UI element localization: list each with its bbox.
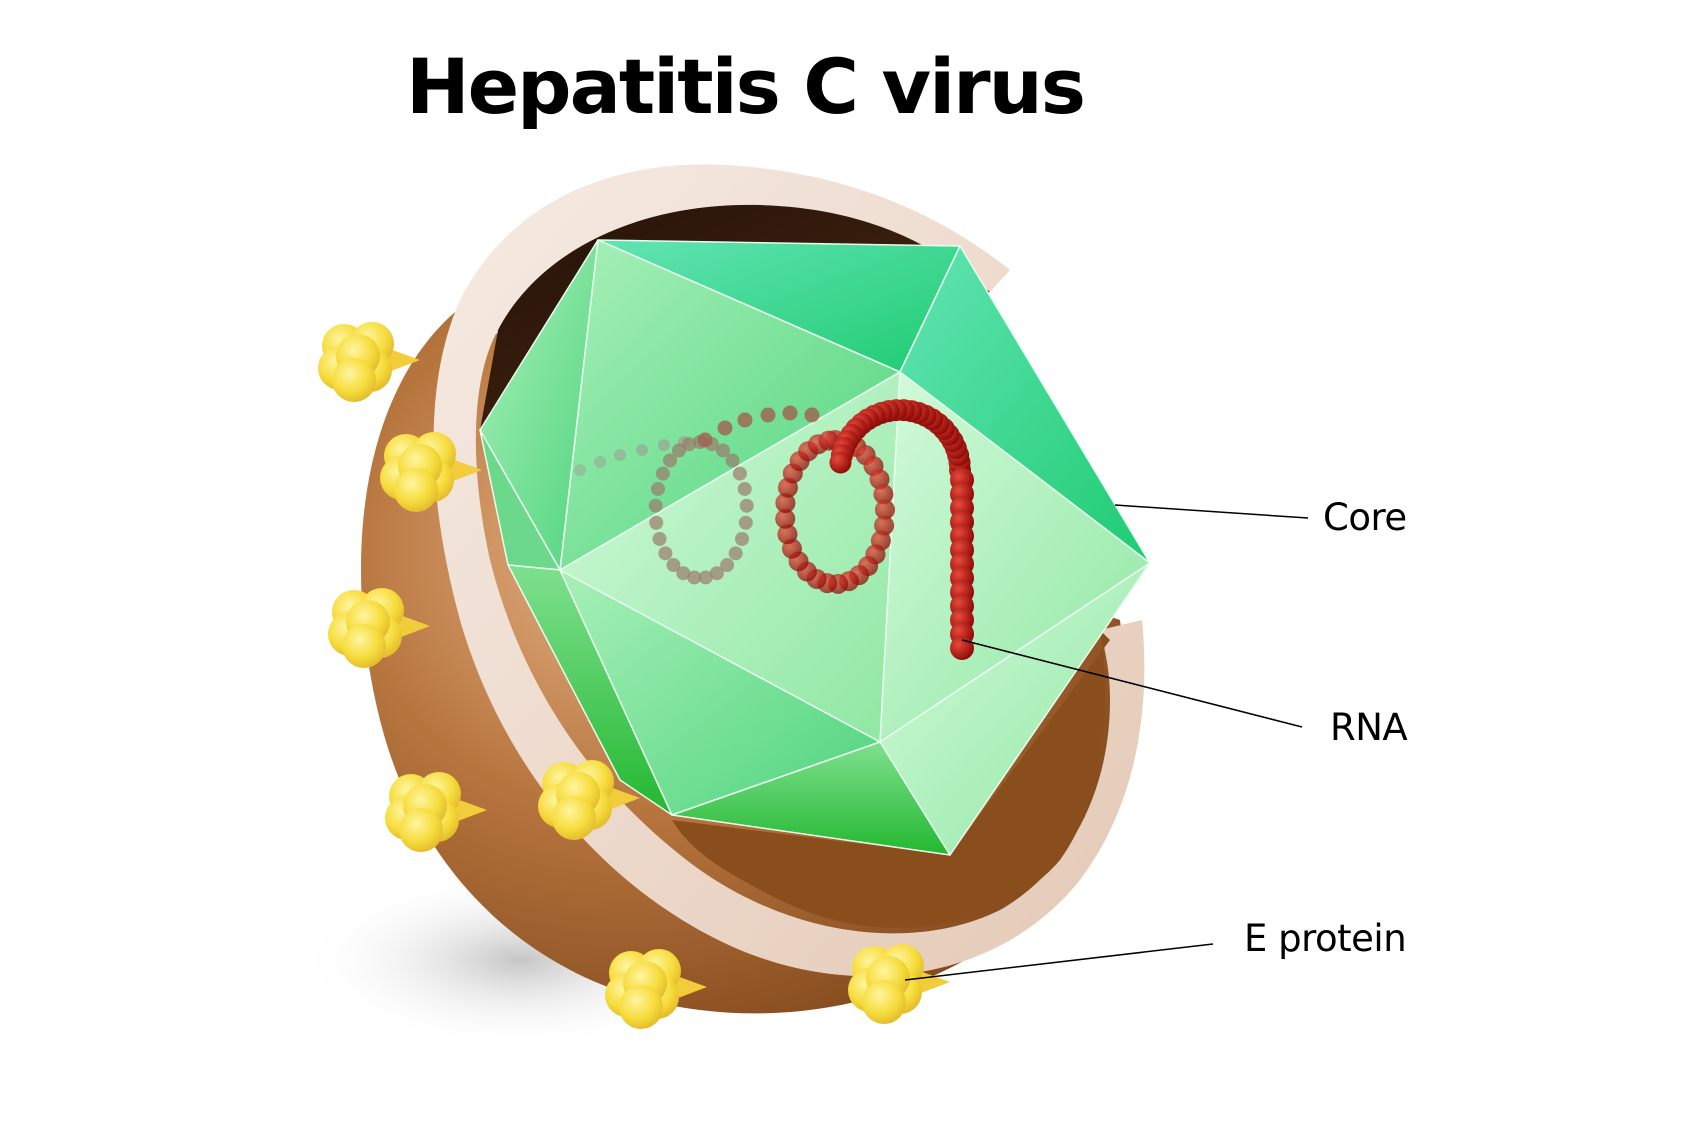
rna-bead	[874, 499, 895, 520]
rna-bead	[655, 466, 670, 481]
rna-bead	[725, 453, 740, 468]
e-proteins	[318, 322, 950, 1029]
rna-bead	[720, 558, 735, 573]
rna-bead	[698, 570, 713, 585]
e-protein-cluster	[380, 432, 482, 512]
rna-bead	[738, 515, 753, 530]
rna-bead	[732, 466, 747, 481]
rna-leader-line	[961, 639, 1303, 728]
rna-bead	[658, 439, 670, 451]
rna-bead	[775, 508, 796, 529]
rna-bead	[687, 570, 702, 585]
e-protein-cluster	[318, 322, 420, 402]
e-protein-label: E protein	[1244, 917, 1407, 960]
rna-bead	[804, 407, 820, 423]
rna-bead	[760, 407, 776, 423]
rna-bead	[777, 524, 798, 545]
rna-bead	[663, 453, 678, 468]
rna-bead	[574, 464, 586, 476]
capsid-core	[479, 239, 1151, 856]
rna-bead	[648, 498, 663, 513]
rna-bead	[658, 546, 673, 561]
rna-bead	[775, 492, 796, 513]
rna-label: RNA	[1330, 706, 1408, 749]
e-protein-leader-line	[904, 943, 1214, 981]
rna-bead	[682, 437, 697, 452]
rna-bead	[676, 566, 691, 581]
e-protein-cluster	[385, 772, 487, 852]
rna-bead	[717, 420, 733, 436]
core-leader-line	[1114, 504, 1309, 519]
rna-bead	[594, 456, 606, 468]
rna-bead	[652, 531, 667, 546]
rna-bead	[672, 443, 687, 458]
rna-bead	[728, 546, 743, 561]
rna-bead	[636, 444, 648, 456]
rna-bead	[829, 451, 852, 474]
rna-bead	[782, 405, 798, 421]
rna-bead	[950, 636, 974, 660]
rna-bead	[649, 515, 664, 530]
envelope-inner-lower	[672, 630, 1110, 928]
rna-bead	[735, 531, 750, 546]
e-protein-cluster	[538, 760, 640, 840]
e-protein-cluster	[848, 944, 950, 1024]
rna-strand	[574, 399, 974, 660]
rna-bead	[666, 558, 681, 573]
envelope-membrane-rim	[433, 164, 1145, 977]
e-protein-cluster	[605, 949, 707, 1029]
rna-bead	[614, 449, 626, 461]
e-protein-cluster	[328, 588, 430, 668]
rna-bead	[697, 432, 713, 448]
rna-bead	[874, 515, 895, 536]
rna-bead	[709, 566, 724, 581]
rna-bead	[651, 481, 666, 496]
diagram-title: Hepatitis C virus	[406, 42, 1086, 131]
rna-bead	[737, 412, 753, 428]
rna-bead	[873, 484, 894, 505]
core-label: Core	[1323, 496, 1407, 539]
rna-bead	[737, 481, 752, 496]
rna-bead	[739, 498, 754, 513]
rna-bead	[715, 443, 730, 458]
